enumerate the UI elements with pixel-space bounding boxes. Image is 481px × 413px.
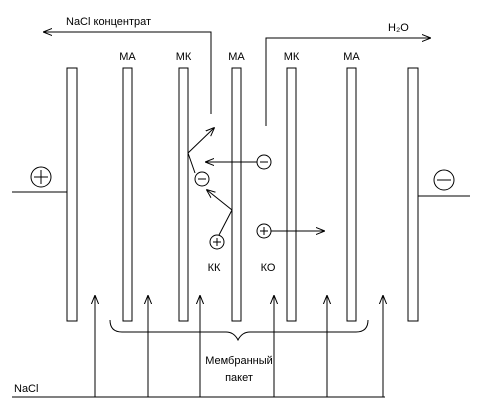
membrane-1	[122, 67, 133, 322]
cation-path-line	[218, 209, 233, 236]
cation-migration-arrow	[207, 190, 233, 211]
membrane-label-1: МА	[119, 51, 136, 63]
water-outlet-arrow	[265, 38, 430, 126]
membrane-2	[178, 67, 189, 322]
membrane-label-4: МК	[284, 51, 300, 63]
anion-reflect-arrow	[187, 128, 214, 154]
cathode-plate	[407, 67, 419, 322]
concentrate-outlet-arrow	[44, 32, 212, 114]
membrane-label-2: МК	[176, 51, 192, 63]
anode-plate	[66, 67, 78, 322]
water-outlet-label: H₂O	[388, 22, 409, 34]
anion-path-line	[187, 152, 196, 174]
membrane-label-3: МА	[228, 51, 245, 63]
cation-chamber-label: КК	[208, 262, 221, 274]
membrane-label-5: МА	[343, 51, 360, 63]
membrane-package-label-1: Мембранный	[205, 355, 273, 367]
membrane-package-brace	[109, 319, 369, 342]
feed-label: NaCl	[14, 383, 38, 395]
membrane-5	[346, 67, 357, 322]
concentrate-outlet-label: NaCl концентрат	[66, 16, 151, 28]
membrane-3	[231, 67, 242, 322]
anion-chamber-label: КО	[261, 262, 276, 274]
membrane-package-label-2: пакет	[225, 372, 253, 384]
membrane-4	[286, 67, 297, 322]
